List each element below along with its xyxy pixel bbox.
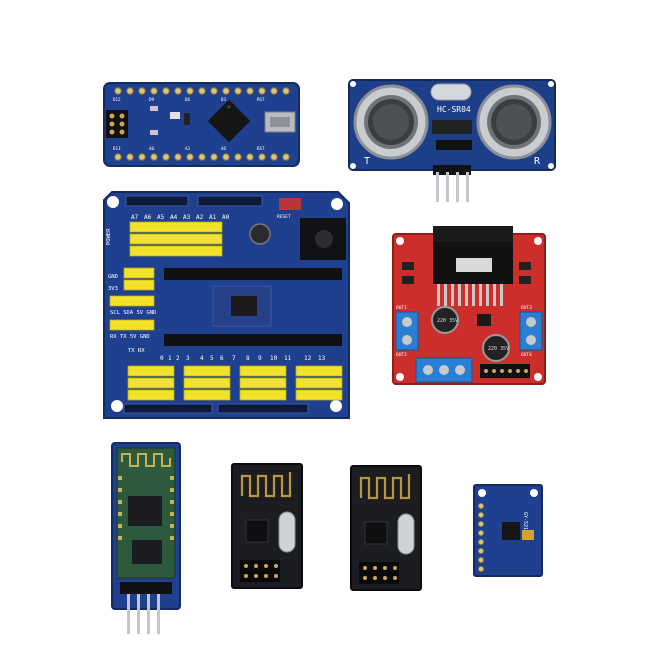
nano-top-pin-label: D3 (221, 97, 227, 102)
shield-analog-label: A0 (222, 214, 230, 221)
shield-digital-label: 0 (160, 355, 164, 362)
ultrasonic-r-label: R (534, 156, 541, 167)
l298n-capacitor-label: 220 35V (488, 346, 509, 352)
nano-top-header (114, 87, 290, 95)
l298n-out3-label: OUT3 (521, 305, 532, 311)
shield-nano-socket (164, 268, 342, 346)
ultrasonic-transmitter (353, 84, 429, 160)
nano-top-pin-label: D9 (149, 97, 155, 102)
nrf24-antenna (240, 472, 292, 498)
shield-analog-label: A1 (209, 214, 217, 221)
nano-bottom-pin-label: D13 (113, 146, 121, 151)
shield-left-yellow-headers (109, 267, 155, 331)
shield-analog-label: A7 (131, 214, 139, 221)
gy521-mpu-chip (502, 522, 520, 540)
shield-digital-label: 5 (210, 355, 214, 362)
shield-gnd-label: GND (108, 274, 118, 280)
shield-digital-label: 9 (258, 355, 262, 362)
nrf24-antenna (359, 474, 411, 500)
shield-digital-label: 10 (270, 355, 278, 362)
shield-analog-label: A6 (144, 214, 152, 221)
nano-top-pin-label: D12 (113, 97, 121, 102)
nano-mcu-chip (207, 99, 251, 143)
nrf24l01-module-2 (350, 465, 422, 591)
nano-top-pin-label: RST (257, 97, 265, 102)
shield-digital-label: 13 (318, 355, 326, 362)
nano-bottom-header (114, 153, 290, 161)
shield-digital-label: 3 (186, 355, 190, 362)
l298n-terminal-out1-out2 (395, 311, 419, 351)
shield-digital-label: 6 (220, 355, 224, 362)
shield-analog-label: A2 (196, 214, 204, 221)
shield-capacitor (249, 223, 271, 245)
nrf24l01-module-1 (231, 463, 303, 589)
shield-3v3-label: 3V3 (108, 286, 118, 292)
bluetooth-module (111, 442, 181, 634)
nano-bottom-pin-label: A3 (185, 146, 191, 151)
bluetooth-header-pins (127, 594, 160, 634)
l298n-control-header (480, 364, 530, 378)
nano-icsp-header (106, 110, 128, 138)
shield-reset-label: RESET (277, 214, 291, 220)
nano-expansion-shield: RESET A7 A6 A5 A4 A3 A2 A1 A0 POWER (103, 191, 350, 419)
nrf24-crystal (278, 511, 296, 553)
shield-digital-label: 4 (200, 355, 204, 362)
shield-digital-label: 12 (304, 355, 312, 362)
l298n-motor-driver: OUT1 OUT2 OUT3 OUT4 220 35V 220 35V (392, 226, 546, 385)
shield-serial-label: RX TX 5V GND (110, 334, 150, 340)
ultrasonic-crystal (430, 83, 472, 101)
shield-reset-button (279, 198, 301, 210)
l298n-capacitor-label: 220 35V (437, 318, 458, 324)
ultrasonic-header-pins (433, 165, 471, 202)
gy521-accelerometer-module: GY-521 (473, 484, 543, 577)
shield-analog-label: A5 (157, 214, 165, 221)
l298n-terminal-out3-out4 (519, 311, 543, 351)
nano-top-pin-label: D6 (185, 97, 191, 102)
ultrasonic-model-label: HC-SR04 (437, 105, 471, 114)
l298n-capacitor: 220 35V (431, 306, 459, 334)
shield-rxtx-label: TX RX (128, 348, 145, 354)
shield-digital-label: 2 (176, 355, 180, 362)
l298n-out1-label: OUT1 (396, 305, 407, 311)
shield-digital-yellow-headers (127, 365, 343, 401)
shield-analog-label: A3 (183, 214, 191, 221)
l298n-capacitor: 220 35V (482, 334, 510, 362)
l298n-out2-label: OUT2 (396, 352, 407, 358)
shield-power-label: POWER (106, 228, 112, 245)
shield-digital-label: 11 (284, 355, 292, 362)
shield-digital-label: 1 (168, 355, 172, 362)
ultrasonic-sensor-module: HC-SR04 T R (348, 79, 556, 202)
arduino-nano-board: D12 D9 D6 D3 RST D13 A0 A3 A6 RST (103, 82, 300, 167)
nano-bottom-pin-label: A6 (221, 146, 227, 151)
shield-i2c-label: SCL SDA 5V GND (110, 310, 156, 316)
shield-digital-label: 8 (246, 355, 250, 362)
l298n-out4-label: OUT4 (521, 352, 532, 358)
shield-analog-label: A4 (170, 214, 178, 221)
nano-bottom-pin-label: A0 (149, 146, 155, 151)
gy521-label: GY-521 (522, 512, 528, 530)
l298n-chip (433, 226, 513, 306)
bluetooth-antenna (121, 453, 171, 467)
ultrasonic-receiver (476, 84, 552, 160)
nrf24-crystal (397, 513, 415, 555)
shield-digital-label: 7 (232, 355, 236, 362)
shield-analog-yellow-headers (129, 221, 223, 257)
nano-bottom-pin-label: RST (257, 146, 265, 151)
ultrasonic-t-label: T (364, 156, 370, 167)
